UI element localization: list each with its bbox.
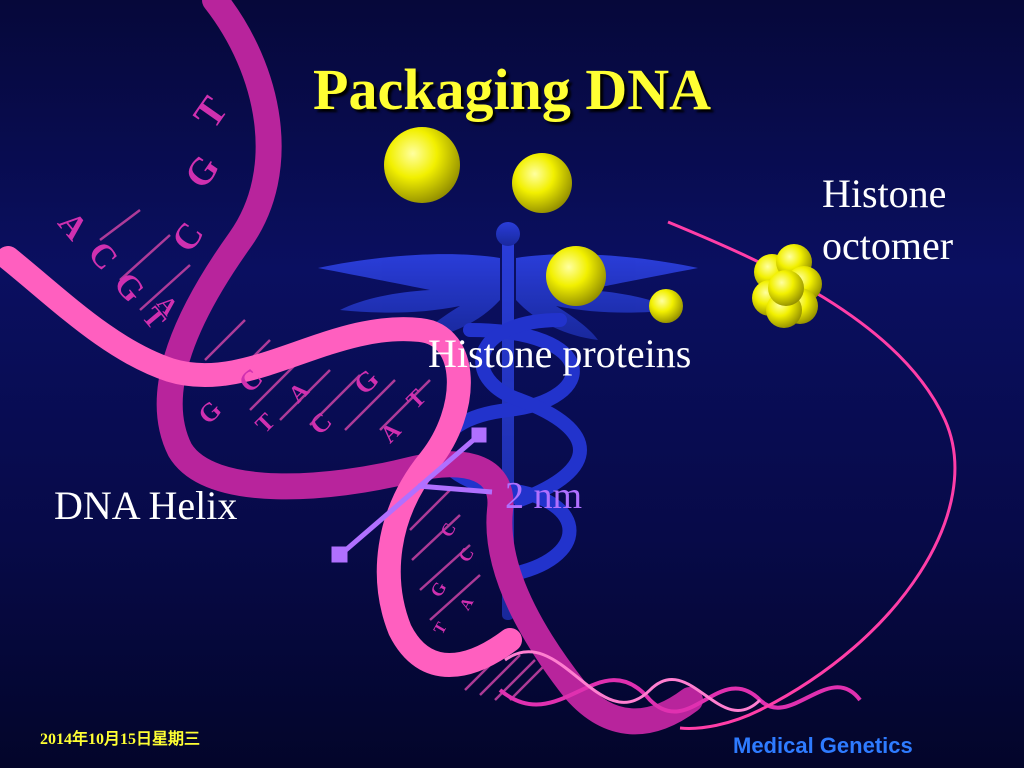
base-letter: T <box>251 409 281 439</box>
scale-indicator <box>331 427 493 563</box>
histone-octomer-label-line-2: octomer <box>822 223 954 268</box>
base-letter: T <box>431 619 451 637</box>
base-letter: G <box>177 148 228 196</box>
footer-date: 2014年10月15日星期三 <box>40 731 201 748</box>
histone-octomer-label: Histone octomer <box>822 168 953 272</box>
histone-octomer-label-line-1: Histone <box>822 171 947 216</box>
footer-brand: Medical Genetics <box>733 733 913 758</box>
histone-sphere <box>546 246 606 306</box>
base-letter: G <box>192 395 227 430</box>
dna-helix-label: DNA Helix <box>54 483 238 528</box>
base-letter: C <box>436 519 460 540</box>
base-letter: A <box>376 417 407 448</box>
base-letter: G <box>106 266 151 310</box>
histone-proteins-label: Histone proteins <box>428 331 692 376</box>
base-letter: C <box>304 407 338 441</box>
helix-base-pair-rungs <box>99 209 549 701</box>
slide-title: Packaging DNA <box>313 57 711 122</box>
base-letter: A <box>51 205 95 248</box>
dna-tail-coil <box>498 678 862 714</box>
base-letter: T <box>402 385 432 415</box>
histone-proteins <box>384 127 683 323</box>
histone-sphere <box>512 153 572 213</box>
histone-sphere <box>649 289 683 323</box>
base-letter: C <box>81 235 125 278</box>
histone-sphere <box>384 127 460 203</box>
histone-octomer <box>752 244 822 328</box>
base-letter: C <box>164 215 212 259</box>
scale-label: 2 nm <box>505 475 583 517</box>
base-letter: C <box>454 544 478 565</box>
dna-tail-coil-2 <box>504 650 762 712</box>
dna-strand-pink <box>0 246 522 677</box>
dna-strand-magenta <box>156 0 703 735</box>
base-letter: A <box>284 377 315 408</box>
base-letter: A <box>457 595 478 614</box>
